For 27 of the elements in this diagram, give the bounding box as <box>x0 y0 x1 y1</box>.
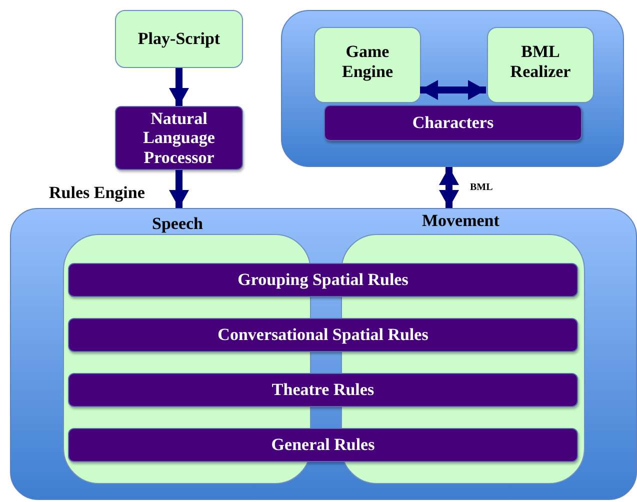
process-box <box>115 106 243 170</box>
box-label: Game Engine <box>340 42 394 82</box>
process-box <box>487 27 594 103</box>
box-label: Theatre Rules <box>272 380 374 400</box>
process-box <box>68 318 578 352</box>
process-box <box>68 373 578 407</box>
process-box <box>68 263 578 297</box>
process-box <box>115 10 243 68</box>
box-label: BML Realizer <box>509 42 572 82</box>
edge-label: BML <box>469 182 494 193</box>
arrow <box>169 68 189 106</box>
group-heading: Movement <box>422 211 500 231</box>
process-box <box>324 105 582 141</box>
box-label: Conversational Spatial Rules <box>218 325 428 345</box>
box-label: Grouping Spatial Rules <box>238 270 408 290</box>
process-box <box>68 428 578 462</box>
arrow <box>169 170 189 208</box>
arrow <box>439 167 459 208</box>
group-panel <box>281 10 624 167</box>
group-heading: Speech <box>152 214 203 234</box>
process-box <box>314 27 421 103</box>
box-label: Natural Language Processor <box>142 108 216 168</box>
arrow <box>420 80 486 100</box>
box-label: Play-Script <box>138 29 220 49</box>
box-label: General Rules <box>271 435 375 455</box>
box-label: Characters <box>412 113 494 133</box>
group-heading: Rules Engine <box>49 183 145 203</box>
